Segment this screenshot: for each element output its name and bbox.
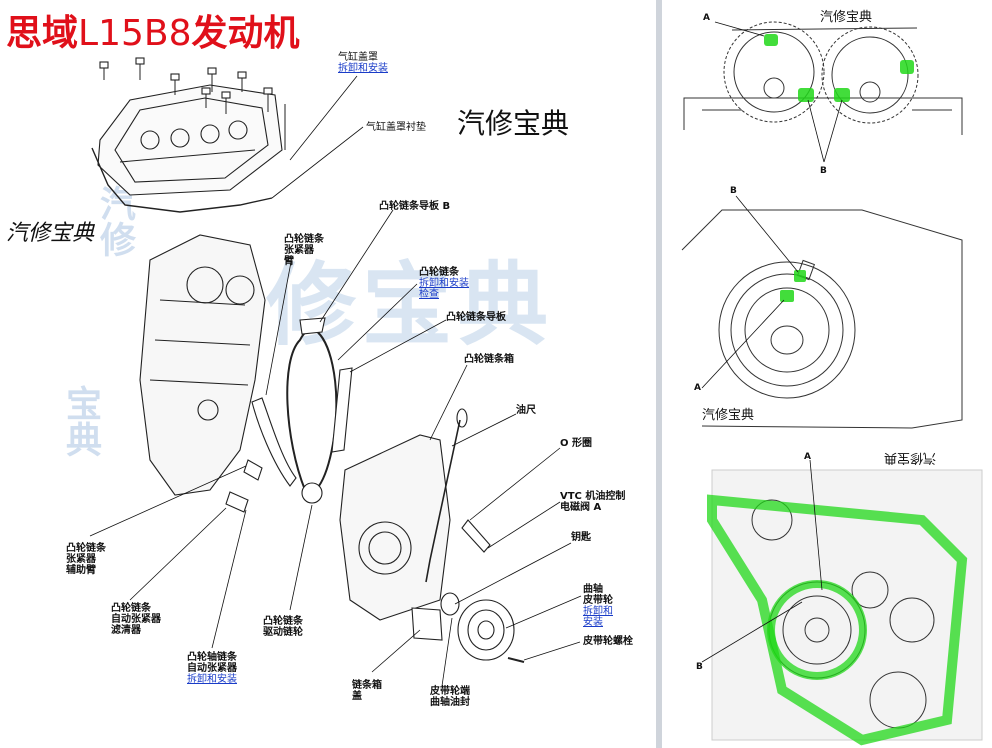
crank-pulley-link2[interactable]: 安装 xyxy=(583,617,603,628)
tensioner-arm-l1: 凸轮链条 xyxy=(284,234,324,245)
right-detail-panels: A B 汽修宝典 B A 汽修宝典 A B 汽修宝典 xyxy=(662,0,992,748)
page-title: 思域L15B8发动机 xyxy=(6,4,300,56)
filter-l3: 滤清器 xyxy=(111,625,141,636)
tensioner-arm-l3: 臂 xyxy=(284,256,294,267)
label-pulley-bolt: 皮带轮螺栓 xyxy=(583,636,633,647)
aux-arm-l1: 凸轮链条 xyxy=(66,543,106,554)
label-valve-cover-gasket: 气缸盖罩衬垫 xyxy=(366,122,426,133)
detail-drawings xyxy=(681,21,983,746)
top-callout-b: B xyxy=(820,166,827,176)
panel-divider xyxy=(656,0,662,748)
vertical-watermark-1: 汽修 xyxy=(94,185,135,257)
case-cover-l2: 盖 xyxy=(352,691,362,702)
oil-seal-l1: 皮带轮端 xyxy=(430,686,470,697)
aux-arm-l2: 张紧器 xyxy=(66,554,96,565)
case-cover-l1: 链条箱 xyxy=(352,680,382,691)
auto-tensioner-l2: 自动张紧器 xyxy=(187,663,237,674)
title-part-3: 发动机 xyxy=(191,13,300,54)
label-auto-tensioner: 凸轮轴链条 自动张紧器 拆卸和安装 xyxy=(187,652,237,685)
title-part-2: L15B8 xyxy=(78,13,192,54)
label-key: 钥匙 xyxy=(571,532,591,543)
aux-arm-l3: 辅助臂 xyxy=(66,565,96,576)
label-cam-chain-tensioner-arm: 凸轮链条 张紧器 臂 xyxy=(284,234,324,267)
label-cam-chain: 凸轮链条 拆卸和安装 检查 xyxy=(419,267,469,300)
filter-l2: 自动张紧器 xyxy=(111,614,161,625)
right-watermark-mid: 汽修宝典 xyxy=(702,408,755,423)
vertical-watermark-2: 宝典 xyxy=(60,385,101,457)
drive-sprocket-l1: 凸轮链条 xyxy=(263,616,303,627)
oil-seal-l2: 曲轴油封 xyxy=(430,697,470,708)
cam-chain-link-inspect[interactable]: 检查 xyxy=(419,289,439,300)
filter-l1: 凸轮链条 xyxy=(111,603,151,614)
title-part-1: 思域 xyxy=(6,13,79,54)
label-tensioner-aux-arm: 凸轮链条 张紧器 辅助臂 xyxy=(66,543,106,576)
auto-tensioner-link[interactable]: 拆卸和安装 xyxy=(187,674,237,685)
crank-pulley-link1[interactable]: 拆卸和 xyxy=(583,606,613,617)
vtc-valve-l1: VTC 机油控制 xyxy=(560,491,626,502)
label-cam-chain-case: 凸轮链条箱 xyxy=(464,354,514,365)
cam-chain-link-remove[interactable]: 拆卸和安装 xyxy=(419,278,469,289)
auto-tensioner-l1: 凸轮轴链条 xyxy=(187,652,237,663)
vtc-valve-l2: 电磁阀 A xyxy=(560,502,602,513)
engine-exploded-drawing xyxy=(89,57,582,687)
label-crank-pulley: 曲轴 皮带轮 拆卸和 安装 xyxy=(583,584,613,628)
label-auto-tensioner-filter: 凸轮链条 自动张紧器 滤清器 xyxy=(111,603,161,636)
top-callout-a: A xyxy=(703,13,710,23)
watermark-center: 汽修宝典 xyxy=(457,107,570,140)
mid-callout-b: B xyxy=(730,186,737,196)
drive-sprocket-l2: 驱动链轮 xyxy=(263,627,303,638)
valve-cover-link[interactable]: 拆卸和安装 xyxy=(338,63,388,74)
mid-callout-a: A xyxy=(694,383,701,393)
label-crank-oil-seal: 皮带轮端 曲轴油封 xyxy=(430,686,470,708)
right-watermark-top: 汽修宝典 xyxy=(820,10,873,25)
left-exploded-view-panel: 汽修宝典 汽修 宝典 xyxy=(6,4,633,708)
bottom-callout-b: B xyxy=(696,662,703,672)
right-watermark-flipped: 汽修宝典 xyxy=(884,450,937,465)
label-cam-chain-guide: 凸轮链条导板 xyxy=(446,312,506,323)
cam-chain-name: 凸轮链条 xyxy=(419,267,459,278)
label-chain-case-cover: 链条箱 盖 xyxy=(352,680,382,702)
label-vtc-valve: VTC 机油控制 电磁阀 A xyxy=(560,491,625,513)
bottom-callout-a: A xyxy=(804,452,811,462)
label-o-ring: O 形圈 xyxy=(560,438,592,449)
crank-pulley-l1: 曲轴 xyxy=(583,584,603,595)
valve-cover-name: 气缸盖罩 xyxy=(338,52,378,63)
label-dipstick: 油尺 xyxy=(516,405,536,416)
tensioner-arm-l2: 张紧器 xyxy=(284,245,314,256)
crank-pulley-l2: 皮带轮 xyxy=(583,595,613,606)
label-drive-sprocket: 凸轮链条 驱动链轮 xyxy=(263,616,303,638)
label-cam-chain-guide-b: 凸轮链条导板 B xyxy=(379,201,451,212)
label-valve-cover: 气缸盖罩 拆卸和安装 xyxy=(338,52,388,74)
watermark-side: 汽修宝典 xyxy=(6,221,95,246)
